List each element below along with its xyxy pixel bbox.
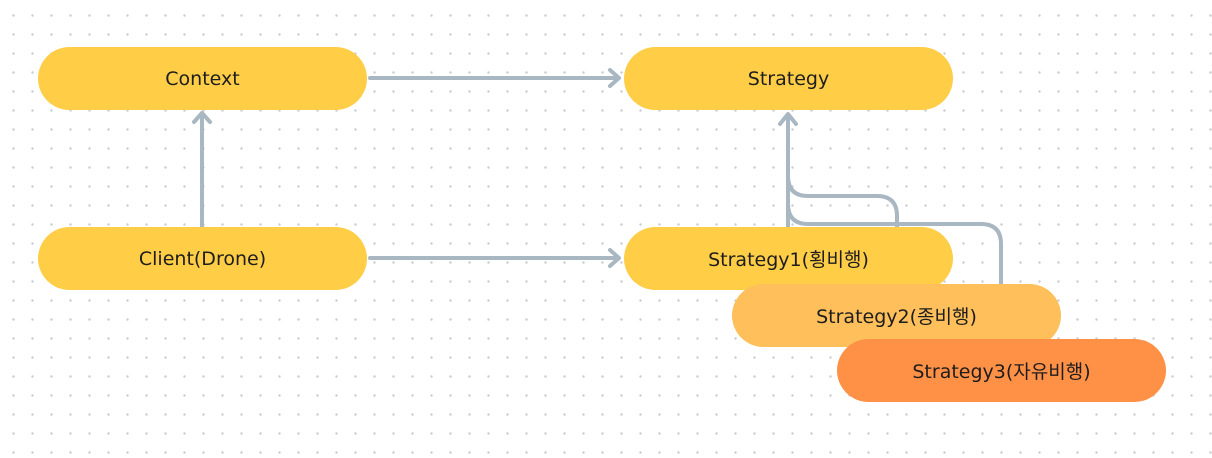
strategy3-node[interactable]: Strategy3(자유비행): [837, 339, 1166, 402]
strategy2-node[interactable]: Strategy2(종비행): [732, 284, 1061, 347]
arrowhead-strategy1: [608, 248, 621, 268]
strategy-node[interactable]: Strategy: [624, 47, 953, 110]
arrowhead-context-strategy: [608, 68, 621, 88]
strategy3-label: Strategy3(자유비행): [912, 361, 1091, 383]
arrowhead-strategy: [778, 112, 798, 126]
strategy-label: Strategy: [747, 67, 830, 90]
context-label: Context: [165, 67, 240, 90]
client-drone-label: Client(Drone): [138, 247, 267, 270]
strategy1-node[interactable]: Strategy1(횡비행): [624, 227, 953, 290]
strategy1-label: Strategy1(횡비행): [708, 249, 869, 271]
client-drone-node[interactable]: Client(Drone): [38, 227, 367, 290]
arrowhead-context: [192, 111, 212, 124]
context-node[interactable]: Context: [38, 47, 367, 110]
strategy2-label: Strategy2(종비행): [816, 306, 977, 328]
